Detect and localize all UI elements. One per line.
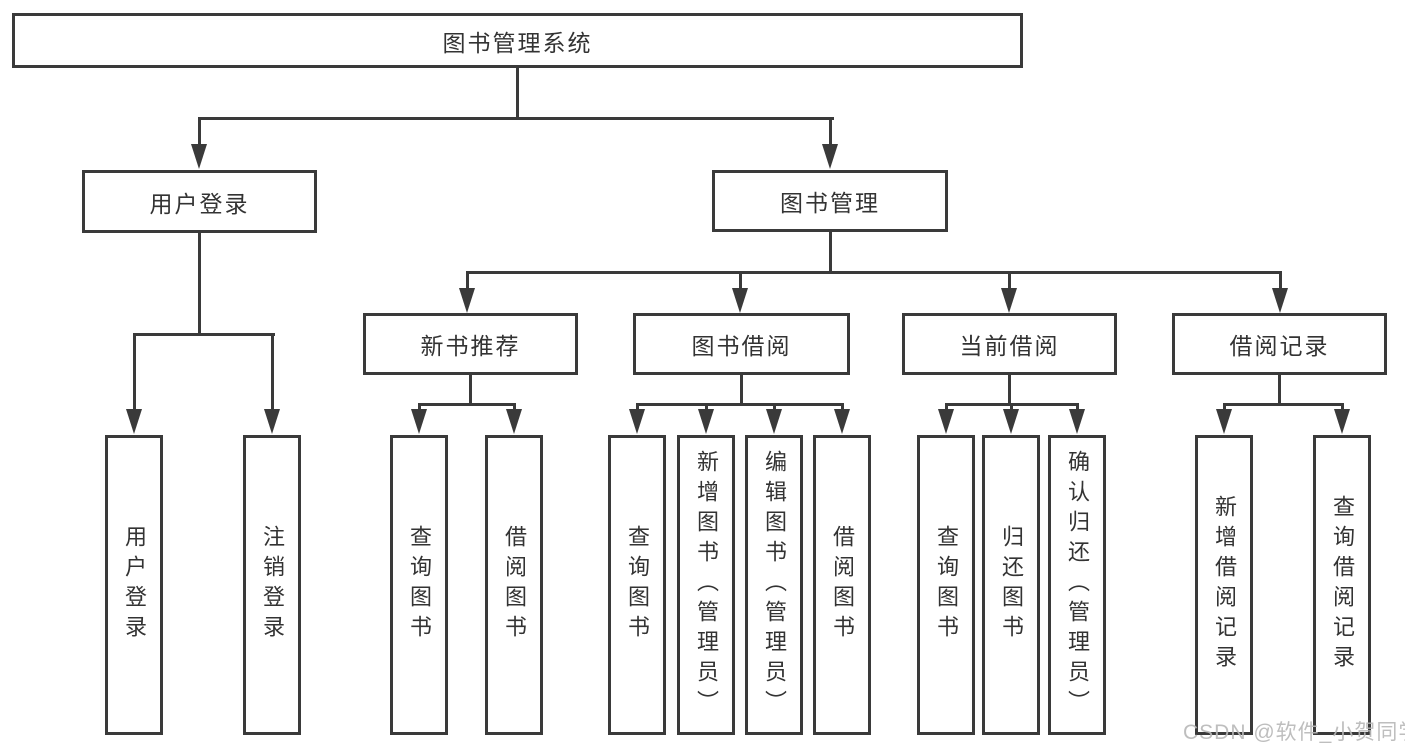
node-return-books-label: 归还图书	[999, 525, 1024, 645]
connector-user-login-stem	[198, 233, 201, 336]
connector-to-login	[133, 333, 136, 411]
connector-root-bar	[198, 117, 834, 120]
arrow-down-icon	[506, 409, 522, 434]
arrow-down-icon	[264, 409, 280, 434]
connector-leaf	[418, 403, 421, 413]
arrow-down-icon	[834, 409, 850, 434]
connector-leaf	[705, 403, 708, 413]
connector-book-borrow-stem	[740, 375, 743, 406]
node-borrow-books-recommend: 借阅图书	[485, 435, 543, 735]
node-confirm-return-admin-label: 确认归还（管理员）	[1065, 450, 1090, 720]
node-borrow-books-borrowing: 借阅图书	[813, 435, 871, 735]
arrow-down-icon	[1001, 288, 1017, 313]
node-add-book-admin-label: 新增图书（管理员）	[694, 450, 719, 720]
connector-to-new-book	[466, 271, 469, 291]
connector-new-book-stem	[469, 375, 472, 406]
node-book-borrowing-label: 图书借阅	[691, 333, 792, 359]
node-borrow-books-borrowing-label: 借阅图书	[830, 525, 855, 645]
arrow-down-icon	[629, 409, 645, 434]
node-user-login-label: 用户登录	[149, 190, 250, 217]
connector-leaf	[636, 403, 639, 413]
node-login-label: 用户登录	[122, 525, 147, 645]
arrow-down-icon	[126, 409, 142, 434]
node-book-management-label: 图书管理	[780, 190, 880, 216]
arrow-down-icon	[411, 409, 427, 434]
connector-leaf	[513, 403, 516, 413]
arrow-down-icon	[1216, 409, 1232, 434]
connector-leaf	[773, 403, 776, 413]
node-add-borrow-record-label: 新增借阅记录	[1212, 495, 1237, 675]
arrow-down-icon	[1334, 409, 1350, 434]
connector-user-login-bar	[133, 333, 275, 336]
node-new-book-recommendation: 新书推荐	[363, 313, 578, 375]
node-confirm-return-admin: 确认归还（管理员）	[1048, 435, 1106, 735]
node-book-borrowing: 图书借阅	[633, 313, 850, 375]
node-query-books-current: 查询图书	[917, 435, 975, 735]
connector-leaf	[1223, 403, 1226, 413]
arrow-down-icon	[732, 288, 748, 313]
connector-leaf	[1076, 403, 1079, 413]
node-library-system: 图书管理系统	[12, 13, 1023, 68]
connector-leaf	[1341, 403, 1344, 413]
connector-book-borrow-bar	[636, 403, 843, 406]
connector-new-book-bar	[418, 403, 516, 406]
arrow-down-icon	[1003, 409, 1019, 434]
node-query-borrow-record-label: 查询借阅记录	[1330, 495, 1355, 675]
arrow-down-icon	[698, 409, 714, 434]
node-user-login: 用户登录	[82, 170, 317, 233]
node-book-management: 图书管理	[712, 170, 948, 232]
connector-to-logout	[271, 333, 274, 411]
node-edit-book-admin: 编辑图书（管理员）	[745, 435, 803, 735]
node-logout: 注销登录	[243, 435, 301, 735]
arrow-down-icon	[191, 144, 207, 169]
node-query-borrow-record: 查询借阅记录	[1313, 435, 1371, 735]
node-borrowing-records-label: 借阅记录	[1229, 333, 1330, 359]
connector-current-borrow-stem	[1008, 375, 1011, 406]
connector-leaf	[945, 403, 948, 413]
node-borrow-books-recommend-label: 借阅图书	[502, 525, 527, 645]
node-new-book-recommendation-label: 新书推荐	[420, 333, 521, 359]
connector-book-mgmt-stem	[829, 232, 832, 274]
connector-to-user-login	[198, 117, 201, 149]
connector-borrow-records-stem	[1278, 375, 1281, 406]
node-query-books-borrowing: 查询图书	[608, 435, 666, 735]
node-current-borrowing-label: 当前借阅	[959, 333, 1060, 359]
connector-to-borrow-records	[1279, 271, 1282, 291]
connector-book-mgmt-bar	[466, 271, 1282, 274]
node-borrowing-records: 借阅记录	[1172, 313, 1387, 375]
arrow-down-icon	[938, 409, 954, 434]
connector-root-stem	[516, 66, 519, 120]
arrow-down-icon	[766, 409, 782, 434]
connector-borrow-records-bar	[1223, 403, 1343, 406]
arrow-down-icon	[1069, 409, 1085, 434]
connector-to-book-management	[829, 117, 832, 149]
node-library-system-label: 图书管理系统	[442, 29, 593, 56]
node-query-books-current-label: 查询图书	[934, 525, 959, 645]
arrow-down-icon	[822, 144, 838, 169]
arrow-down-icon	[459, 288, 475, 313]
arrow-down-icon	[1272, 288, 1288, 313]
node-edit-book-admin-label: 编辑图书（管理员）	[762, 450, 787, 720]
node-add-book-admin: 新增图书（管理员）	[677, 435, 735, 735]
node-current-borrowing: 当前借阅	[902, 313, 1117, 375]
node-add-borrow-record: 新增借阅记录	[1195, 435, 1253, 735]
node-query-books-borrowing-label: 查询图书	[625, 525, 650, 645]
connector-to-book-borrow	[739, 271, 742, 291]
node-query-books-recommend-label: 查询图书	[407, 525, 432, 645]
node-return-books: 归还图书	[982, 435, 1040, 735]
node-login: 用户登录	[105, 435, 163, 735]
connector-to-current-borrow	[1008, 271, 1011, 291]
csdn-watermark: CSDN @软件_小贺同学	[1183, 721, 1405, 744]
connector-leaf	[1010, 403, 1013, 413]
node-query-books-recommend: 查询图书	[390, 435, 448, 735]
connector-leaf	[841, 403, 844, 413]
node-logout-label: 注销登录	[260, 525, 285, 645]
